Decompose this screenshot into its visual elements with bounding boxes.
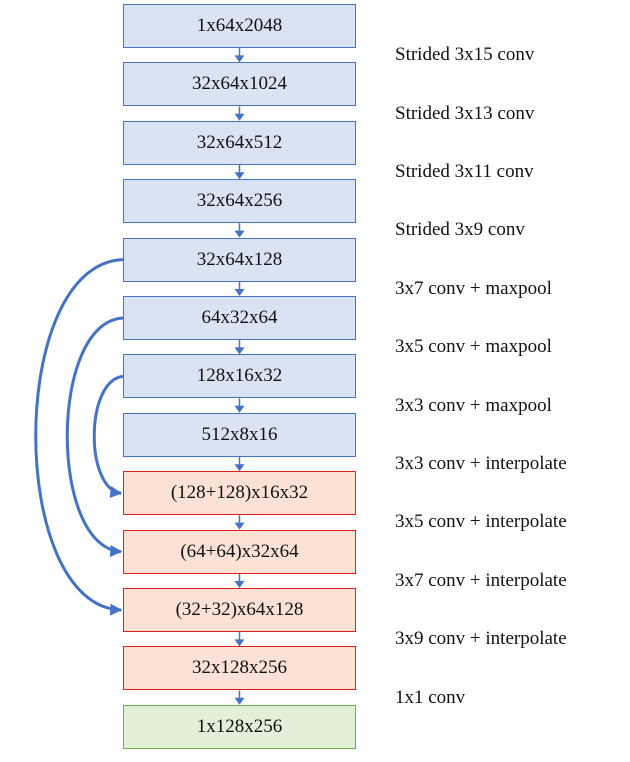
operation-label: Strided 3x11 conv (395, 161, 534, 182)
operation-label: 3x5 conv + maxpool (395, 336, 552, 358)
flow-arrow (234, 464, 245, 472)
block-dec: (64+64)x32x64 (123, 529, 356, 574)
block-enc: 32x64x128 (123, 237, 356, 282)
skip-connection-arrow (34, 258, 124, 616)
block-enc: 64x32x64 (123, 296, 356, 340)
flow-arrow (234, 347, 245, 355)
block-enc: 32x64x256 (123, 179, 356, 224)
flow-arrow (234, 289, 245, 296)
flow-arrow (234, 230, 245, 238)
flow-arrow (234, 405, 245, 413)
flow-arrow (234, 697, 245, 705)
block-enc: 128x16x32 (123, 354, 356, 399)
block-dec: 32x128x256 (123, 646, 356, 691)
operation-label: Strided 3x9 conv (395, 219, 525, 241)
operation-label: Strided 3x15 conv (395, 44, 535, 66)
operation-label: Strided 3x13 conv (395, 102, 535, 124)
operation-label: 3x7 conv + interpolate (395, 569, 567, 591)
skip-connection-arrow (92, 374, 124, 498)
block-enc: 512x8x16 (123, 412, 356, 457)
operation-label: 1x1 conv (395, 686, 466, 708)
flow-arrow (234, 113, 245, 121)
block-enc: 1x64x2048 (123, 4, 356, 48)
block-enc: 32x64x512 (123, 120, 356, 165)
block-dec: (128+128)x16x32 (123, 471, 356, 516)
operation-label: 3x3 conv + interpolate (395, 453, 567, 474)
operation-label: 3x9 conv + interpolate (395, 628, 567, 650)
operation-label: 3x5 conv + interpolate (395, 511, 567, 533)
flow-arrow (234, 522, 245, 530)
flow-arrow (234, 581, 245, 588)
block-enc: 32x64x1024 (123, 62, 356, 107)
operation-label: 3x3 conv + maxpool (395, 394, 552, 416)
flow-arrow (234, 55, 245, 63)
operation-label: 3x7 conv + maxpool (395, 277, 552, 299)
block-out: 1x128x256 (123, 704, 356, 749)
flow-arrow (234, 172, 245, 180)
block-dec: (32+32)x64x128 (123, 588, 356, 632)
flow-arrow (234, 639, 245, 647)
skip-connection-arrow (65, 316, 124, 557)
